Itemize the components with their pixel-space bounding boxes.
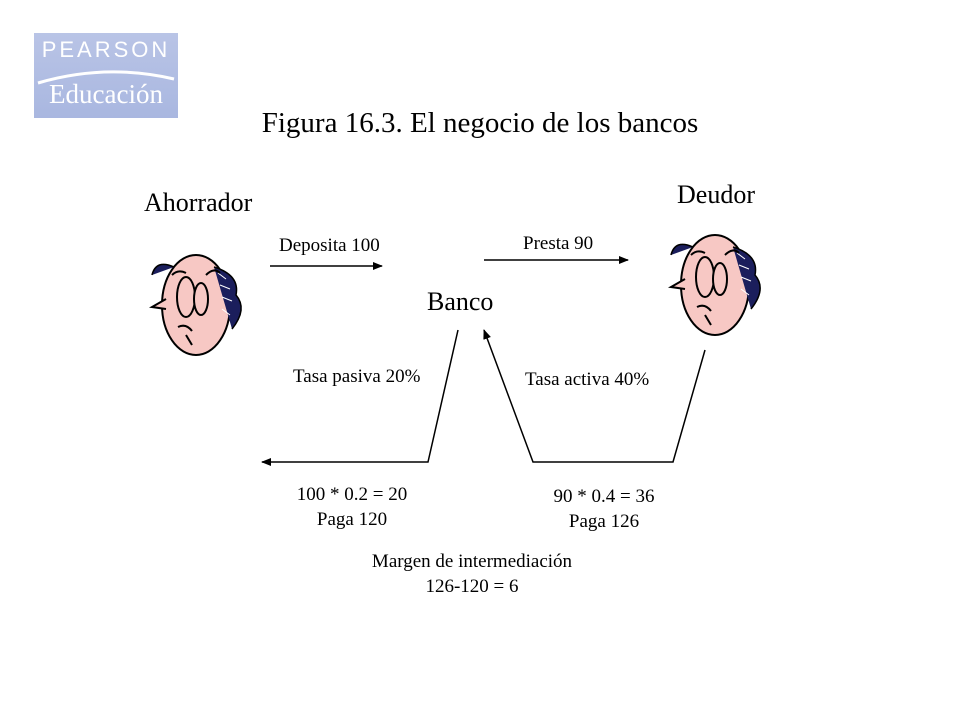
saver-calc-line1: 100 * 0.2 = 20 [296, 484, 408, 505]
active-rate-arrow [483, 329, 706, 463]
logo-swoosh [37, 70, 175, 85]
active-rate-label: Tasa activa 40% [525, 369, 650, 390]
intermediation-margin: Margen de intermediación 126-120 = 6 [322, 549, 622, 599]
margin-line2: 126-120 = 6 [425, 576, 519, 597]
margin-line1: Margen de intermediación [371, 551, 573, 572]
debtor-label: Deudor [677, 180, 755, 209]
saver-face-icon [148, 254, 242, 356]
pearson-logo: PEARSON Educación [34, 33, 178, 118]
debtor-calc-line1: 90 * 0.4 = 36 [553, 486, 655, 507]
loan-label: Presta 90 [523, 233, 594, 254]
passive-rate-label: Tasa pasiva 20% [293, 366, 421, 387]
debtor-calculation: 90 * 0.4 = 36 Paga 126 [524, 484, 684, 534]
saver-calc-line2: Paga 120 [316, 509, 388, 530]
saver-calculation: 100 * 0.2 = 20 Paga 120 [272, 482, 432, 532]
debtor-face-icon [667, 234, 761, 336]
deposit-label: Deposita 100 [279, 235, 380, 256]
debtor-calc-line2: Paga 126 [568, 511, 640, 532]
saver-label: Ahorrador [144, 188, 253, 217]
logo-top-text: PEARSON [41, 37, 171, 62]
logo-bottom-text: Educación [49, 79, 163, 109]
figure-title: Figura 16.3. El negocio de los bancos [261, 107, 699, 139]
passive-rate-arrow [261, 329, 459, 466]
bank-label: Banco [427, 287, 494, 316]
